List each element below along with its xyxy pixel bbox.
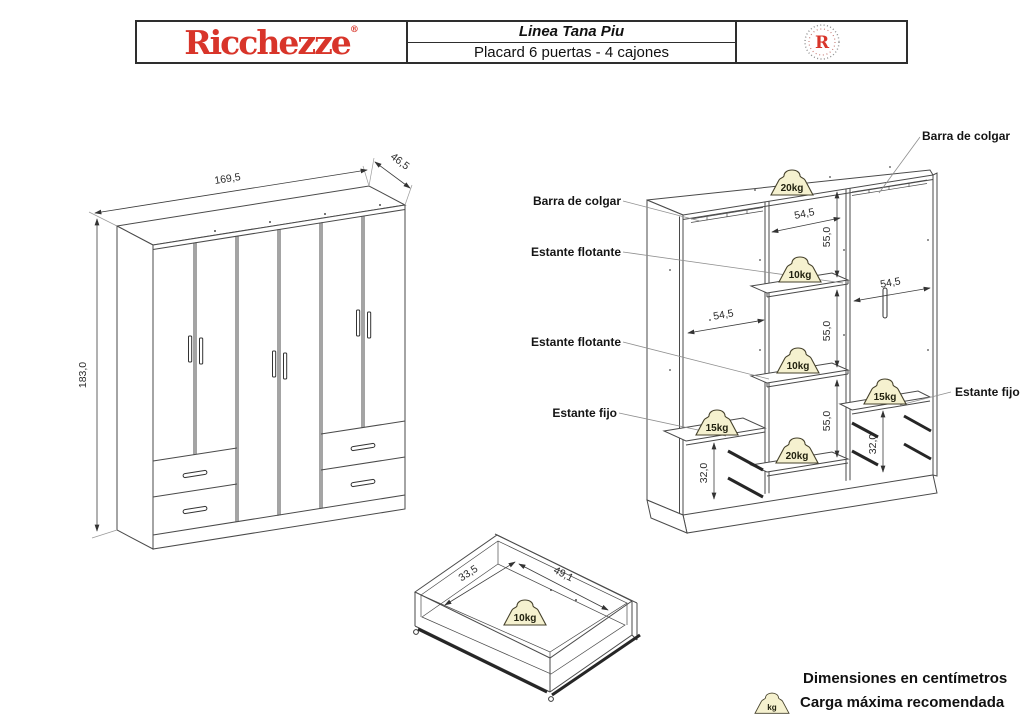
section-height-dim-1: 55,0: [821, 227, 833, 248]
front-width-dim: 169,5: [214, 171, 242, 187]
svg-text:15kg: 15kg: [706, 423, 729, 434]
registered-mark: ®: [349, 24, 359, 35]
load-badge-floating-1: 10kg: [778, 256, 822, 283]
kg-unit-label: kg: [767, 703, 776, 712]
shelf-width-dim-left: 54,5: [712, 307, 734, 322]
drawer-rail-icon: [551, 633, 641, 697]
svg-text:15kg: 15kg: [874, 392, 897, 403]
floating-shelf-1: [749, 272, 850, 298]
load-badge-top-bar: 20kg: [770, 169, 814, 196]
drawer-height-dim-right: 32,0: [867, 434, 879, 455]
drawer-view: 33,5 49,1 10kg: [413, 533, 641, 702]
section-height-dim-3: 55,0: [821, 411, 833, 432]
wardrobe-internal-view: 54,5 55,0 55,0 55,0 54,5 54,5 32,0 32,0 …: [531, 129, 1020, 534]
drawer-handle-icon: [182, 469, 208, 479]
section-height-dim-2: 55,0: [821, 321, 833, 342]
label-barra-de-colgar-left: Barra de colgar: [533, 194, 621, 208]
shelf-width-dim-top: 54,5: [793, 206, 816, 222]
wardrobe-front-view: 169,5 46,5 183,0: [77, 151, 413, 550]
emblem-letter: R: [814, 33, 829, 53]
label-estante-fijo-right: Estante fijo: [955, 385, 1020, 399]
svg-text:20kg: 20kg: [786, 451, 809, 462]
legend: Dimensiones en centímetros kg Carga máxi…: [752, 668, 1020, 715]
hanging-bar-right: [851, 179, 928, 319]
door-handle-icon: [272, 350, 277, 378]
door-handle-icon: [188, 335, 193, 363]
product-name: Placard 6 puertas - 4 cajones: [473, 43, 670, 61]
load-badge-fixed-right: 15kg: [863, 378, 907, 405]
hanging-bar-left: [690, 207, 764, 223]
drawer-rail-icon: [851, 421, 879, 439]
label-estante-flotante-1: Estante flotante: [531, 245, 621, 259]
label-estante-flotante-2: Estante flotante: [531, 335, 621, 349]
door-handle-icon: [356, 309, 361, 337]
door-handle-icon: [367, 311, 372, 339]
drawer-handle-icon: [182, 505, 208, 515]
label-estante-fijo-left: Estante fijo: [552, 406, 617, 420]
drawer-rail-icon: [903, 442, 932, 461]
svg-text:20kg: 20kg: [781, 183, 804, 194]
emblem-seal-icon: R: [803, 24, 840, 60]
legend-dimensions-note: Dimensiones en centímetros: [803, 670, 1008, 687]
rail-wheel-icon: [548, 696, 554, 702]
svg-text:10kg: 10kg: [514, 613, 537, 624]
line-name: Linea Tana Piu: [408, 22, 735, 43]
legend-load-note: Carga máxima recomendada: [800, 693, 1005, 711]
internal-view-callouts: Barra de colgar Estante flotante Estante…: [531, 129, 1020, 437]
brand-logo: Ricchezze®: [184, 22, 359, 62]
drawer-height-dim-left: 32,0: [698, 463, 710, 484]
svg-text:10kg: 10kg: [787, 361, 810, 372]
load-badge-floating-2: 10kg: [776, 347, 820, 374]
shelf-width-dim-right: 54,5: [879, 275, 901, 290]
drawer-rail-icon: [727, 476, 764, 499]
brand-emblem: R: [737, 22, 906, 62]
load-badge-fixed-left: 15kg: [695, 409, 739, 436]
svg-text:10kg: 10kg: [789, 270, 812, 281]
front-view-cabinet: [115, 185, 407, 550]
drawer-rail-icon: [851, 449, 879, 467]
drawer-handle-icon: [350, 478, 376, 488]
label-barra-de-colgar-right: Barra de colgar: [922, 129, 1010, 143]
drawer-handle-icon: [350, 442, 376, 452]
title-cell: Linea Tana Piu Placard 6 puertas - 4 caj…: [408, 22, 737, 62]
front-height-dim: 183,0: [77, 362, 89, 388]
door-handle-icon: [199, 337, 204, 365]
load-badge-bottom: 20kg: [775, 437, 819, 464]
drawer-rail-icon: [727, 449, 764, 472]
load-badges: 20kg 10kg 10kg 20kg 15kg 15kg: [695, 169, 907, 464]
kg-weight-icon: kg: [754, 692, 790, 714]
internal-view-dimensions: 54,5 55,0 55,0 55,0 54,5 54,5 32,0 32,0: [687, 191, 931, 500]
brand-cell: Ricchezze®: [137, 22, 408, 62]
door-handle-icon: [283, 352, 288, 380]
load-badge-drawer: 10kg: [503, 599, 547, 626]
drawer-rail-icon: [903, 414, 932, 433]
front-depth-dim: 46,5: [388, 151, 412, 173]
title-block: Ricchezze® Linea Tana Piu Placard 6 puer…: [135, 20, 908, 64]
drawer-rail-icon: [417, 627, 548, 694]
rail-wheel-icon: [413, 629, 419, 635]
